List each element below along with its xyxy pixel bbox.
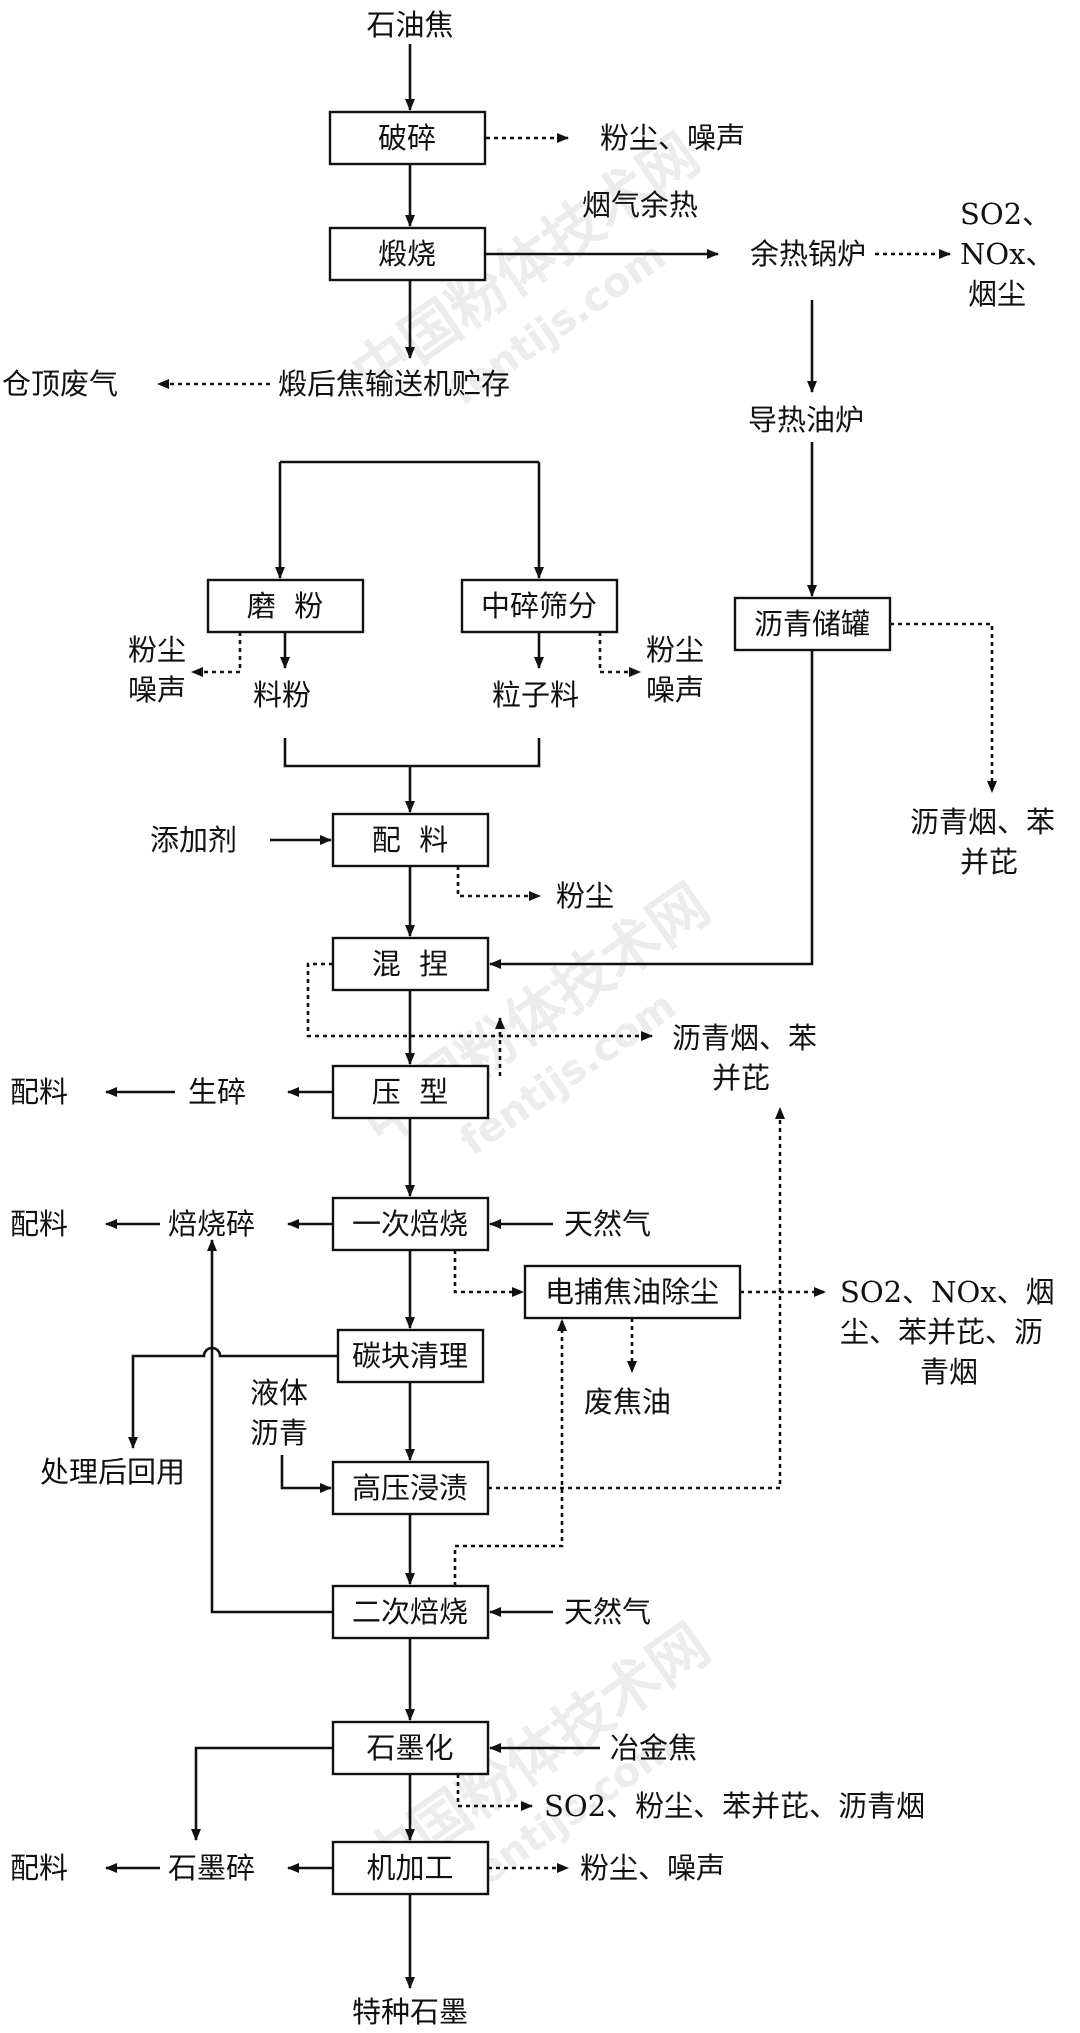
svg-text:混 捏: 混 捏 <box>372 947 448 981</box>
arrow-grinding-emissions <box>191 632 242 677</box>
label-liquid-pitch-1: 液体 <box>250 1376 308 1410</box>
label-tar-emissions-1: SO2、NOx、烟 <box>840 1275 1055 1309</box>
label-waste-heat-boiler: 余热锅炉 <box>750 237 866 271</box>
svg-text:电捕焦油除尘: 电捕焦油除尘 <box>545 1275 719 1309</box>
label-green-scrap: 生碎 <box>188 1075 246 1109</box>
box-graphitization: 石墨化 <box>331 1720 490 1776</box>
label-baked-scrap-reuse: 配料 <box>10 1207 68 1241</box>
label-waste-tar: 废焦油 <box>584 1385 671 1419</box>
label-graphitization-emissions: SO2、粉尘、苯并芘、沥青烟 <box>544 1789 925 1823</box>
label-special-graphite: 特种石墨 <box>352 1995 468 2029</box>
box-kneading: 混 捏 <box>331 936 490 992</box>
box-second-baking: 二次焙烧 <box>331 1584 490 1640</box>
svg-text:压 型: 压 型 <box>372 1075 448 1109</box>
svg-text:煅烧: 煅烧 <box>378 237 436 271</box>
svg-text:破碎: 破碎 <box>378 121 436 155</box>
arrow-batching-dust <box>456 866 541 901</box>
watermark-top: 中国粉体技术网 fentijs.com <box>340 120 712 414</box>
label-grind-emissions-2: 噪声 <box>128 673 186 707</box>
box-medium-crush-screen: 中碎筛分 <box>460 578 619 634</box>
label-kneading-emissions-1: 沥青烟、苯 <box>672 1021 817 1055</box>
arrow-first-baking-to-precipitator <box>453 1250 524 1297</box>
box-calcining: 煅烧 <box>328 226 487 282</box>
svg-text:磨 粉: 磨 粉 <box>247 589 323 623</box>
svg-text:碳块清理: 碳块清理 <box>352 1339 468 1373</box>
box-impregnation: 高压浸渍 <box>331 1460 490 1516</box>
label-baked-scrap: 焙烧碎 <box>168 1207 255 1241</box>
label-thermal-oil-furnace: 导热油炉 <box>748 403 864 437</box>
arrow-pitch-tank-to-kneading <box>489 650 814 969</box>
solid-flow-lines <box>105 44 817 1989</box>
box-tar-precipitator: 电捕焦油除尘 <box>523 1264 742 1320</box>
label-graphite-scrap-reuse: 配料 <box>10 1851 68 1885</box>
label-additive: 添加剂 <box>150 823 237 857</box>
box-grinding: 磨 粉 <box>206 578 365 634</box>
label-screen-emissions-1: 粉尘 <box>646 633 704 667</box>
box-block-cleaning: 碳块清理 <box>336 1328 485 1384</box>
label-silo-exhaust: 仓顶废气 <box>2 367 118 401</box>
arrow-graphitization-to-graphite-scrap <box>191 1746 333 1841</box>
label-treated-reuse: 处理后回用 <box>40 1455 185 1489</box>
svg-text:沥青储罐: 沥青储罐 <box>754 607 870 641</box>
label-calcined-storage: 煅后焦输送机贮存 <box>278 367 510 401</box>
svg-text:二次焙烧: 二次焙烧 <box>352 1595 468 1629</box>
arrow-second-baking-to-precipitator <box>453 1319 567 1586</box>
label-screen-emissions-2: 噪声 <box>646 673 704 707</box>
svg-text:一次焙烧: 一次焙烧 <box>352 1207 468 1241</box>
arrow-screening-emissions <box>598 632 641 677</box>
label-green-scrap-reuse: 配料 <box>10 1075 68 1109</box>
arrow-second-baking-to-baked-scrap <box>207 1239 333 1614</box>
label-crush-dust: 粉尘、噪声 <box>600 121 745 155</box>
svg-text:机加工: 机加工 <box>366 1851 453 1885</box>
label-grind-emissions-1: 粉尘 <box>128 633 186 667</box>
svg-text:高压浸渍: 高压浸渍 <box>352 1471 468 1505</box>
label-natural-gas-1: 天然气 <box>564 1207 651 1241</box>
label-boiler-emissions-3: 烟尘 <box>968 277 1026 311</box>
box-crushing: 破碎 <box>328 110 487 166</box>
label-batch-dust: 粉尘 <box>556 879 614 913</box>
label-powder: 料粉 <box>253 678 311 712</box>
label-petroleum-coke: 石油焦 <box>366 8 453 42</box>
svg-text:中碎筛分: 中碎筛分 <box>481 589 597 623</box>
line-merge-to-batching <box>283 738 541 768</box>
box-pressing: 压 型 <box>331 1064 490 1120</box>
label-pitch-tank-emissions-2: 并芘 <box>960 845 1018 879</box>
box-machining: 机加工 <box>331 1840 490 1896</box>
label-natural-gas-2: 天然气 <box>564 1595 651 1629</box>
label-graphite-scrap: 石墨碎 <box>168 1851 255 1885</box>
arrow-graphitization-emissions <box>456 1774 533 1811</box>
label-flue-heat: 烟气余热 <box>582 188 698 222</box>
box-pitch-tank: 沥青储罐 <box>733 596 892 652</box>
box-batching: 配 料 <box>331 812 490 868</box>
label-liquid-pitch-2: 沥青 <box>250 1416 308 1450</box>
arrow-impregnation-emissions <box>488 1107 785 1490</box>
arrow-liquid-pitch-to-impregnation <box>280 1455 332 1493</box>
arrow-pitch-tank-emissions <box>890 622 997 793</box>
label-kneading-emissions-2: 并芘 <box>712 1061 770 1095</box>
svg-text:石墨化: 石墨化 <box>366 1731 453 1765</box>
label-tar-emissions-2: 尘、苯并芘、沥 <box>840 1315 1043 1349</box>
label-tar-emissions-3: 青烟 <box>920 1355 978 1389</box>
label-pitch-tank-emissions-1: 沥青烟、苯 <box>910 805 1055 839</box>
label-boiler-emissions-2: NOx、 <box>960 237 1055 271</box>
label-metallurgical-coke: 冶金焦 <box>610 1731 697 1765</box>
svg-text:配 料: 配 料 <box>372 823 448 857</box>
label-machining-emissions: 粉尘、噪声 <box>580 1851 725 1885</box>
dashed-emission-lines <box>157 133 997 1873</box>
label-boiler-emissions-1: SO2、 <box>960 197 1051 231</box>
box-first-baking: 一次焙烧 <box>331 1196 490 1252</box>
label-granules: 粒子料 <box>492 678 579 712</box>
